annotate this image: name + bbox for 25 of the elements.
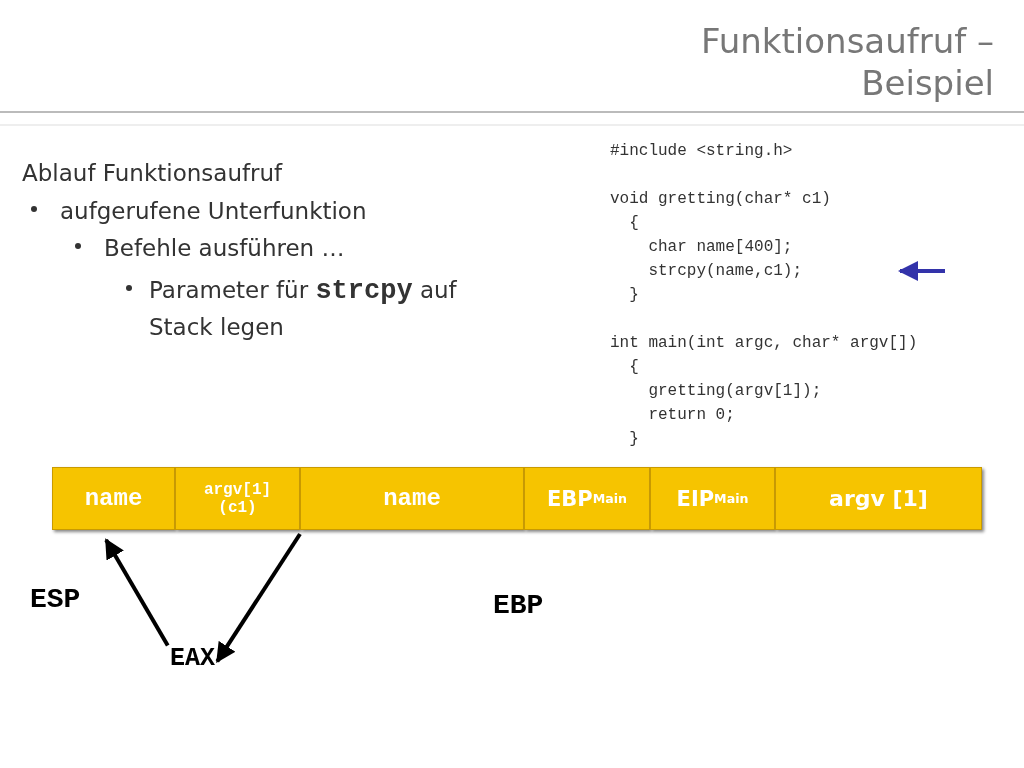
register-label: ESP bbox=[30, 584, 81, 615]
code-line: #include <string.h> bbox=[610, 142, 793, 160]
code-line: char name[400]; bbox=[647, 238, 793, 256]
bullet-text: Befehle ausführen … bbox=[104, 234, 345, 263]
stack-cell: name bbox=[300, 467, 524, 530]
code-line: { bbox=[628, 214, 639, 232]
code-line: void gretting(char* c1) bbox=[610, 190, 831, 208]
register-label: EBP bbox=[493, 590, 544, 621]
code-line: { bbox=[628, 358, 639, 376]
stack-cell: argv[1] (c1) bbox=[175, 467, 300, 530]
bullet-text: Parameter für strcpy auf Stack legen bbox=[149, 275, 458, 342]
arrow bbox=[215, 532, 302, 664]
bullet-text: aufgerufene Unterfunktion bbox=[60, 197, 367, 226]
code-line: return 0; bbox=[647, 406, 735, 424]
arrow bbox=[104, 538, 170, 647]
stack-cell: argv [1] bbox=[775, 467, 982, 530]
code-line: int main(int argc, char* argv[]) bbox=[610, 334, 918, 352]
register-label: EAX bbox=[170, 644, 215, 673]
code-line: strcpy(name,c1); bbox=[647, 262, 803, 280]
heading-text: Ablauf Funktionsaufruf bbox=[22, 159, 283, 188]
code-line: gretting(argv[1]); bbox=[647, 382, 822, 400]
slide-title: Funktionsaufruf – Beispiel bbox=[700, 20, 994, 104]
stack-cell: name bbox=[52, 467, 175, 530]
code-line: } bbox=[628, 430, 639, 448]
code-line: } bbox=[628, 286, 639, 304]
